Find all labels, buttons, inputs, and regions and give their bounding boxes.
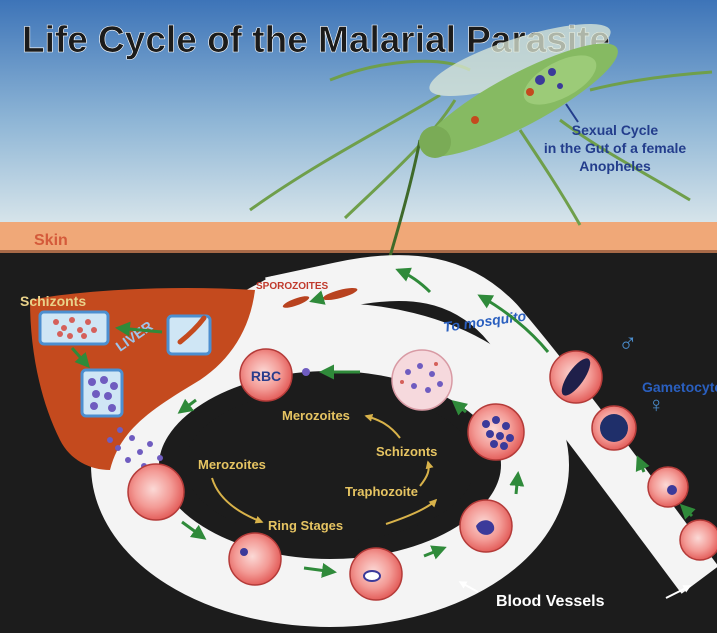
free-merozoite xyxy=(302,368,310,376)
inner-ring-stages: Ring Stages xyxy=(268,518,343,533)
male-symbol: ♂ xyxy=(618,328,638,358)
female-symbol: ♀ xyxy=(648,392,665,417)
sexual-cycle-label-line3: Anopheles xyxy=(579,158,651,174)
rbc-bursting-schizont xyxy=(392,350,452,410)
rbc-left xyxy=(128,464,184,520)
blood-vessels-label: Blood Vessels xyxy=(496,593,605,610)
liver-schizonts-label: Schizonts xyxy=(20,293,86,309)
rbc-vessel-ring-stage xyxy=(648,467,688,507)
rbc-ring-stage-right xyxy=(350,548,402,600)
skin-label: Skin xyxy=(34,232,68,249)
inner-merozoites-top: Merozoites xyxy=(282,408,350,423)
arrow-ring-3 xyxy=(516,474,518,494)
inner-trophozoite: Traphozoite xyxy=(345,484,418,499)
skin-edge xyxy=(0,250,717,253)
rbc-male-gametocyte xyxy=(550,351,602,403)
rbc-trophozoite xyxy=(460,500,512,552)
inner-merozoites-left: Merozoites xyxy=(198,457,266,472)
liver-schizont-box xyxy=(40,312,108,344)
rbc-female-gametocyte xyxy=(592,406,636,450)
sporozoites-label: SPOROZOITES xyxy=(256,281,329,292)
sexual-cycle-label-line2: in the Gut of a female xyxy=(544,140,687,156)
rbc-ring-stage-left xyxy=(229,533,281,585)
rbc-schizont xyxy=(468,404,524,460)
sexual-cycle-label-line1: Sexual Cycle xyxy=(572,122,659,138)
rbc-vessel-bottom xyxy=(680,520,717,560)
rbc-label: RBC xyxy=(251,368,281,384)
inner-schizonts: Schizonts xyxy=(376,444,437,459)
skin-band xyxy=(0,222,717,252)
